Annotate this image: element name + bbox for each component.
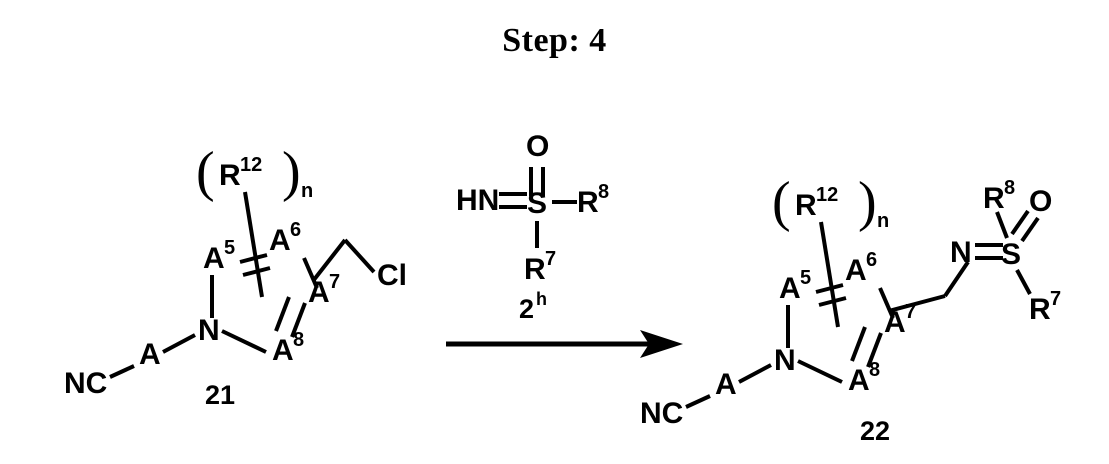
reactant-linker-nitrile-bond	[109, 364, 135, 379]
product-s-r7-bond	[1015, 269, 1032, 295]
product-s-r8-bond	[995, 211, 1009, 239]
reagent-r8-label: R	[577, 186, 599, 219]
product-paren-open: (	[772, 171, 791, 233]
reagent-r7-superscript: 7	[545, 248, 556, 270]
reactant-a8-label: A	[272, 334, 294, 367]
reactant-a7-a8-bond-inner	[274, 296, 291, 332]
product-a8-n-bond	[797, 359, 843, 384]
reactant-a5-superscript: 5	[224, 237, 235, 259]
reactant-linker-a-label: A	[139, 338, 161, 371]
product-a8-superscript: 8	[869, 359, 880, 381]
reagent-sulfur-label: S	[527, 187, 547, 220]
product-r12-superscript: 12	[816, 184, 838, 206]
arrow-head	[640, 330, 683, 358]
product-r8-superscript: 8	[1004, 177, 1015, 199]
product-ch2-bond-left	[888, 294, 946, 313]
product-a8-label: A	[848, 364, 870, 397]
product-a5-a6-bond-lower	[818, 296, 847, 307]
product-n-linker-bond	[738, 363, 772, 384]
product-imine-n-label: N	[950, 236, 972, 269]
product-a5-a6-bond-upper	[815, 283, 844, 294]
reactant-a6-label: A	[269, 224, 291, 257]
product-a5-label: A	[779, 272, 801, 305]
arrow-condition-label: 2	[519, 294, 534, 324]
reactant-paren-close: )	[282, 141, 301, 203]
arrow-condition-superscript: h	[536, 289, 547, 309]
product-a5-superscript: 5	[800, 267, 811, 289]
reactant-a6-superscript: 6	[290, 219, 301, 241]
reactant-compound-number: 21	[205, 380, 235, 410]
reactant-nitrile-label: NC	[64, 367, 107, 400]
reactant-r12-superscript: 12	[240, 154, 262, 176]
product-r12-bond	[819, 221, 840, 328]
product-a6-a7-bond	[878, 287, 895, 319]
reagent-oxygen-label: O	[526, 130, 549, 163]
product-a7-a8-bond-outer	[866, 332, 883, 368]
product-compound-number: 22	[860, 416, 890, 446]
reactant-r12-label: R	[219, 159, 241, 192]
reactant-n-linker-bond	[162, 333, 196, 354]
product-r12-label: R	[795, 189, 817, 222]
reactant-ch2-bond-left	[311, 238, 347, 283]
reactant-paren-open: (	[196, 141, 215, 203]
reactant-a5-a6-bond-upper	[239, 253, 268, 264]
product-linker-nitrile-bond	[685, 394, 711, 409]
product-r8-label: R	[983, 182, 1005, 215]
reactant-a7-superscript: 7	[329, 271, 340, 293]
reactant-a5-label: A	[203, 242, 225, 275]
product-a6-label: A	[845, 254, 867, 287]
reactant-r12-bond	[243, 191, 264, 298]
product-nitrile-label: NC	[640, 397, 683, 430]
reactant-ch2-bond-right	[343, 238, 376, 274]
reactant-a8-superscript: 8	[293, 329, 304, 351]
product-sulfur-label: S	[1001, 238, 1021, 271]
page-title: Step: 4	[502, 22, 607, 59]
product-r7-label: R	[1029, 293, 1051, 326]
reagent-hn-label: HN	[456, 184, 499, 217]
reactant-a6-a7-bond	[302, 257, 319, 289]
product-ring-n-label: N	[774, 344, 796, 377]
product-r7-superscript: 7	[1050, 288, 1061, 310]
reactant-a8-n-bond	[221, 329, 267, 354]
product-a7-a8-bond-inner	[850, 326, 867, 362]
product-oxygen-label: O	[1029, 185, 1052, 218]
product-paren-subscript: n	[877, 210, 889, 232]
reactant-a5-a6-bond-lower	[242, 266, 271, 277]
product-a6-superscript: 6	[866, 249, 877, 271]
product-a7-superscript: 7	[905, 301, 916, 323]
product-s-o-bond-inner	[1010, 209, 1030, 236]
product-linker-a-label: A	[715, 368, 737, 401]
reactant-chloride-label: Cl	[377, 259, 407, 292]
reactant-ring-n-label: N	[198, 314, 220, 347]
reagent-r8-superscript: 8	[598, 181, 609, 203]
reagent-r7-label: R	[524, 253, 546, 286]
product-ch2-bond-right	[943, 260, 970, 298]
product-paren-close: )	[858, 171, 877, 233]
product-s-o-bond-outer	[1020, 216, 1040, 243]
reactant-a7-a8-bond-outer	[290, 302, 307, 338]
reactant-paren-subscript: n	[301, 180, 313, 202]
